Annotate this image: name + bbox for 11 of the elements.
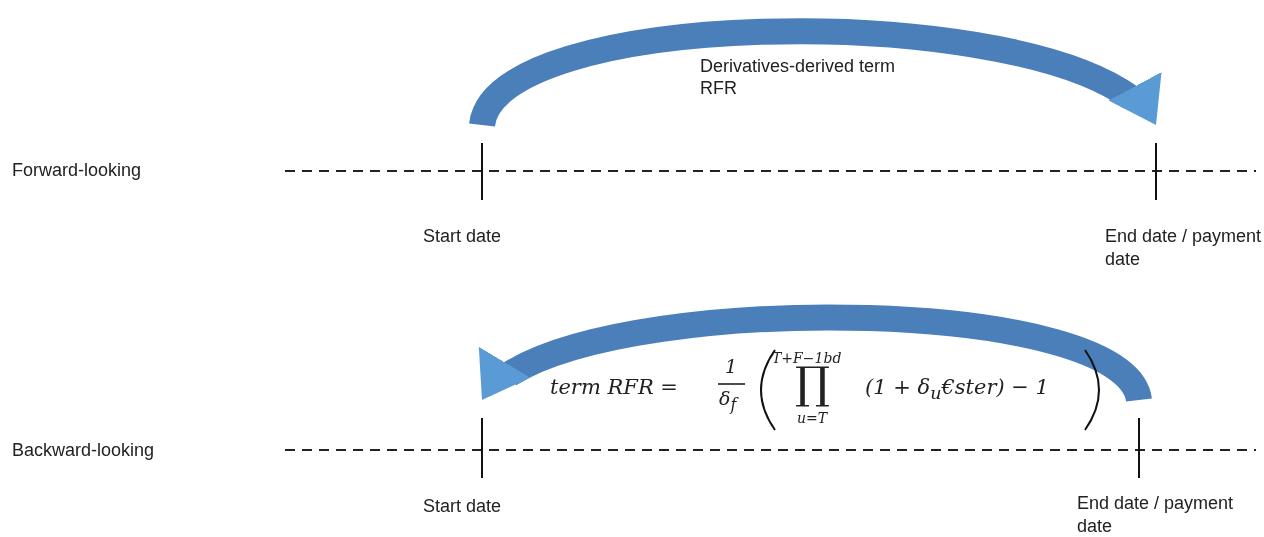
- date-label: Start date: [423, 495, 503, 518]
- formula-text: δ$_{f}$: [719, 388, 737, 415]
- date-label: Start date: [423, 225, 503, 248]
- formula-text: 1: [725, 356, 738, 377]
- formula-text: (1 + δ$_{u}$€ster) − 1: [865, 376, 1049, 406]
- date-label: End date / payment date: [1077, 492, 1235, 537]
- row-label: Backward-looking: [12, 440, 155, 460]
- row-label: Forward-looking: [12, 160, 142, 180]
- formula-text: u=T: [797, 410, 828, 426]
- formula-text: term RFR =: [550, 376, 678, 399]
- date-label: End date / payment date: [1105, 225, 1263, 271]
